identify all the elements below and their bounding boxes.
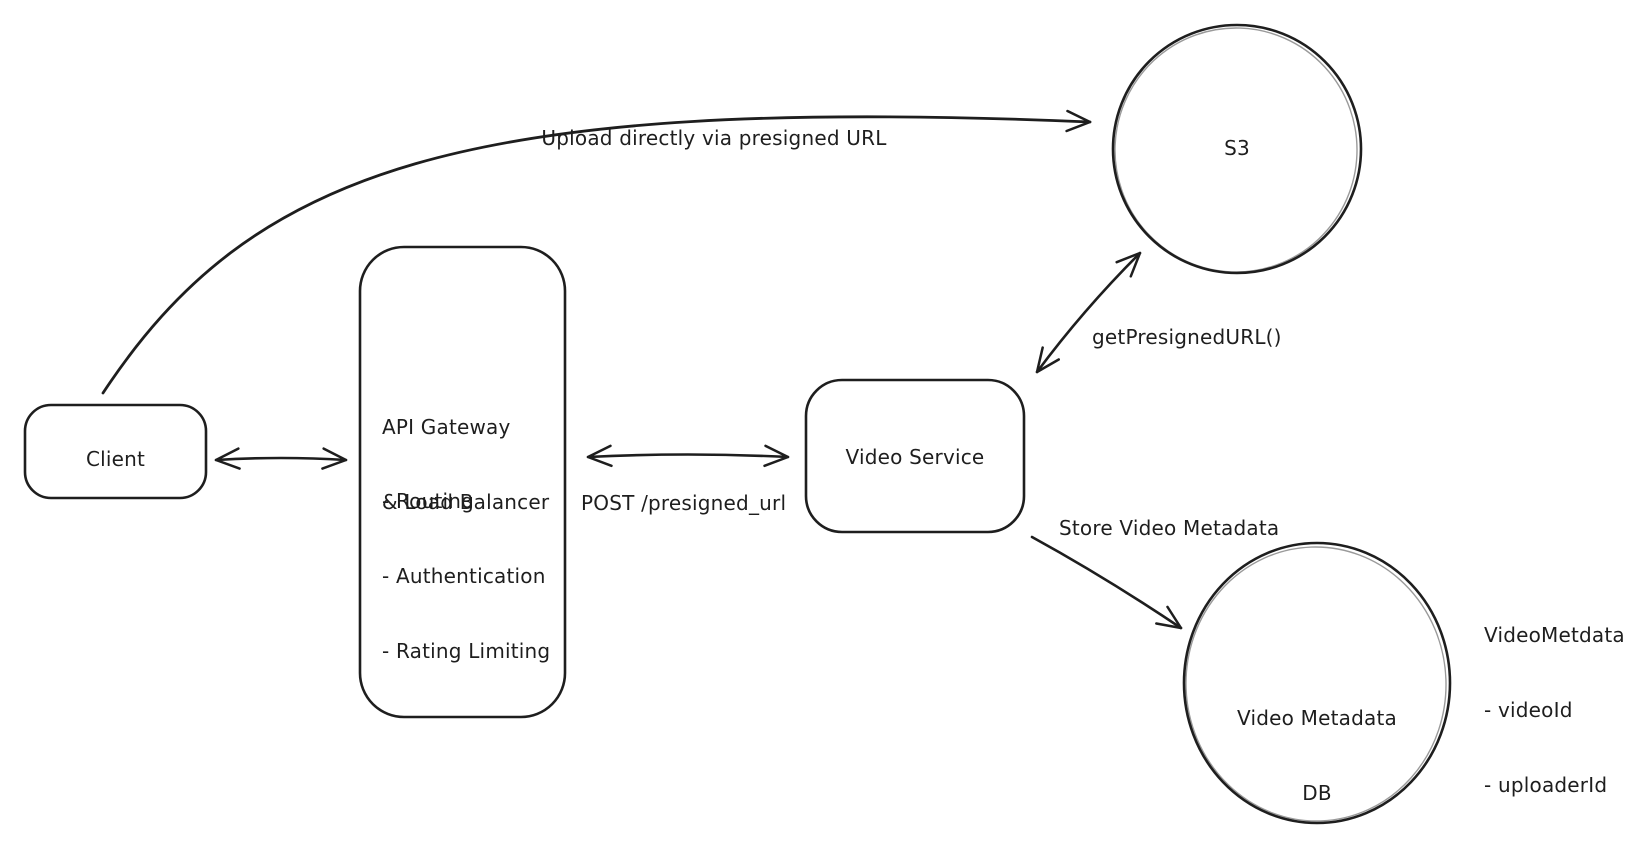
arrow-video-service-s3	[1035, 251, 1142, 374]
api-gateway-bullet-routing: - Routing	[382, 489, 475, 513]
arrow-client-s3-upload	[101, 109, 1092, 395]
video-metadata-db-circle-sketch-stroke	[1185, 546, 1447, 822]
video-service-label: Video Service	[845, 445, 985, 469]
api-gateway-title-line2: & Load Balancer	[382, 490, 550, 514]
arrow-gateway-video-service	[586, 444, 790, 468]
s3-circle-sketch-stroke	[1114, 27, 1358, 273]
api-gateway-title-line1: API Gateway	[382, 415, 511, 439]
video-metadata-db-label-line2: DB	[1302, 781, 1332, 805]
api-gateway-bullets: - Routing - Authentication - Rating Limi…	[382, 439, 550, 714]
client-label: Client	[85, 447, 146, 471]
video-metadata-field-uploaderid: - uploaderId	[1484, 773, 1608, 797]
api-gateway-box	[358, 245, 567, 719]
get-presigned-url-edge-label: getPresignedURL()	[1092, 325, 1282, 349]
upload-presigned-url-edge-label: Upload directly via presigned URL	[541, 126, 887, 150]
arrow-video-service-db	[1030, 535, 1183, 630]
video-metadata-db-circle	[1182, 541, 1452, 825]
post-presigned-url-edge-label: POST /presigned_url	[581, 491, 787, 515]
arrow-client-gateway	[214, 447, 348, 470]
store-video-metadata-edge-label: Store Video Metadata	[1059, 516, 1280, 540]
video-service-box	[804, 378, 1026, 534]
api-gateway-title: API Gateway & Load Balancer	[382, 365, 549, 565]
client-box	[23, 403, 208, 500]
s3-circle	[1111, 23, 1363, 275]
api-gateway-bullet-rating-limiting: - Rating Limiting	[382, 639, 551, 663]
video-metadata-annotation: VideoMetdata - videoId - uploaderId - na…	[1484, 573, 1625, 845]
s3-label: S3	[1224, 136, 1250, 160]
api-gateway-bullet-authentication: - Authentication	[382, 564, 546, 588]
video-metadata-annotation-title: VideoMetdata	[1484, 623, 1625, 647]
video-metadata-db-label-line1: Video Metadata	[1237, 706, 1397, 730]
video-metadata-field-videoid: - videoId	[1484, 698, 1573, 722]
video-metadata-db-label: Video Metadata DB	[1217, 656, 1417, 845]
